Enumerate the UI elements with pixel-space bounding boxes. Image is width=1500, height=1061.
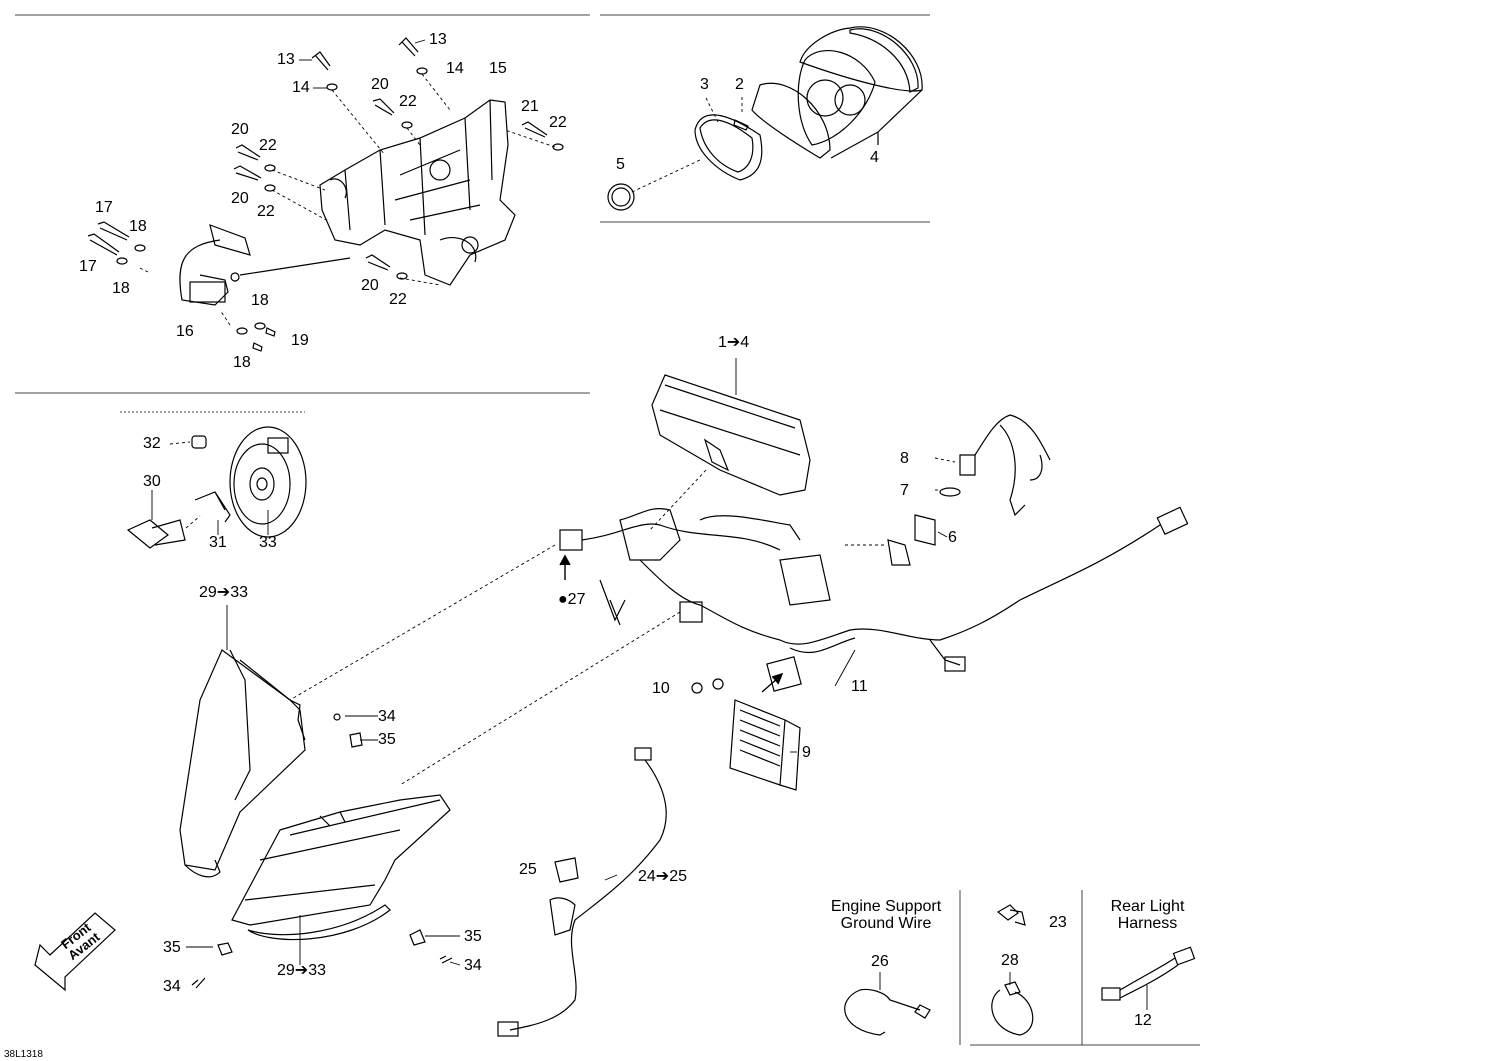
callout-33: 33: [259, 534, 277, 551]
callout-17: 17: [79, 258, 97, 275]
handlebar-support-bracket: [319, 99, 516, 286]
oil-drop-icon: ●: [558, 591, 568, 608]
cable-strap: [991, 981, 1034, 1036]
callout-29-to-33: 29➔33: [277, 962, 326, 979]
callout-20: 20: [231, 190, 249, 207]
callout-13: 13: [277, 51, 295, 68]
leader-lines-upper-left: [139, 73, 556, 326]
callout-9: 9: [802, 744, 811, 761]
callout-22: 22: [259, 137, 277, 154]
callout-35: 35: [464, 928, 482, 945]
tether-cord: [887, 414, 1051, 566]
front-direction-arrow: [34, 912, 116, 992]
callout-4: 4: [870, 149, 879, 166]
rear-light-harness-caption: Rear Light Harness: [1095, 898, 1200, 932]
rear-light-caption-line2: Harness: [1117, 915, 1178, 932]
bracket-fasteners: [233, 37, 564, 280]
callout-12: 12: [1134, 1012, 1152, 1029]
leader-lines-harness: [289, 457, 956, 786]
callout-34: 34: [464, 957, 482, 974]
callout-5: 5: [616, 156, 625, 173]
callout-1-to-4: 1➔4: [718, 334, 750, 351]
callout-17: 17: [95, 199, 113, 216]
headlight-fasteners: [191, 713, 453, 989]
callout-34: 34: [378, 708, 396, 725]
callout-6: 6: [948, 529, 957, 546]
callout-22: 22: [389, 291, 407, 308]
voltage-regulator: [691, 678, 801, 791]
callout-22: 22: [549, 114, 567, 131]
callout-18: 18: [112, 280, 130, 297]
callout-20: 20: [371, 76, 389, 93]
callout-11: 11: [851, 678, 868, 695]
callout-20: 20: [231, 121, 249, 138]
rear-light-harness: [1101, 946, 1196, 1001]
callout-22: 22: [257, 203, 275, 220]
headlight-bulb-components: [126, 426, 307, 549]
callout-31: 31: [209, 534, 227, 551]
headlight-lens-assembly: [231, 794, 451, 941]
section-dividers: [15, 14, 1200, 1046]
callout-7: 7: [900, 482, 909, 499]
callout-8: 8: [900, 450, 909, 467]
callout-15: 15: [489, 60, 507, 77]
callout-30: 30: [143, 473, 161, 490]
callout-35: 35: [378, 731, 396, 748]
gauge-exploded-view: [607, 26, 923, 211]
ground-wire: [844, 988, 931, 1036]
callout-10: 10: [652, 680, 670, 697]
callout-16: 16: [176, 323, 194, 340]
callout-26: 26: [871, 953, 889, 970]
callout-22: 22: [399, 93, 417, 110]
main-wiring-harness: [559, 506, 1189, 692]
callout-32: 32: [143, 435, 161, 452]
rear-light-caption-line1: Rear Light: [1110, 898, 1185, 915]
callout-25: 25: [519, 861, 537, 878]
callout-2: 2: [735, 76, 744, 93]
callout-20: 20: [361, 277, 379, 294]
fuse: [996, 904, 1026, 926]
callout-27: ●27: [558, 592, 585, 608]
callout-18: 18: [251, 292, 269, 309]
callout-14: 14: [446, 60, 464, 77]
engine-support-caption-line2: Ground Wire: [840, 915, 932, 932]
callout-18: 18: [233, 354, 251, 371]
callout-19: 19: [291, 332, 309, 349]
callout-35: 35: [163, 939, 181, 956]
switch-fasteners: [87, 221, 276, 352]
leader-lines-bulb: [169, 441, 201, 529]
instrument-cluster: [651, 374, 811, 496]
callout-14: 14: [292, 79, 310, 96]
callout-21: 21: [521, 98, 539, 115]
callout-24-to-25: 24➔25: [638, 868, 687, 885]
engine-support-caption: Engine Support Ground Wire: [815, 898, 957, 932]
callout-leaders: [151, 39, 1148, 1010]
adapter-harness: [497, 747, 667, 1037]
headlight-housing: [179, 649, 306, 878]
pointer-arrows: [559, 554, 784, 693]
callout-28: 28: [1001, 952, 1019, 969]
callout-27-number: 27: [567, 591, 586, 608]
callout-29-to-33: 29➔33: [199, 584, 248, 601]
engine-support-caption-line1: Engine Support: [830, 898, 942, 915]
callout-3: 3: [700, 76, 709, 93]
switch-assembly: [179, 224, 351, 306]
leader-lines-gauge: [631, 97, 743, 193]
callout-34: 34: [163, 978, 181, 995]
callout-18: 18: [129, 218, 147, 235]
callout-23: 23: [1049, 914, 1067, 931]
callout-13: 13: [429, 31, 447, 48]
drawing-id: 38L1318: [4, 1049, 43, 1060]
